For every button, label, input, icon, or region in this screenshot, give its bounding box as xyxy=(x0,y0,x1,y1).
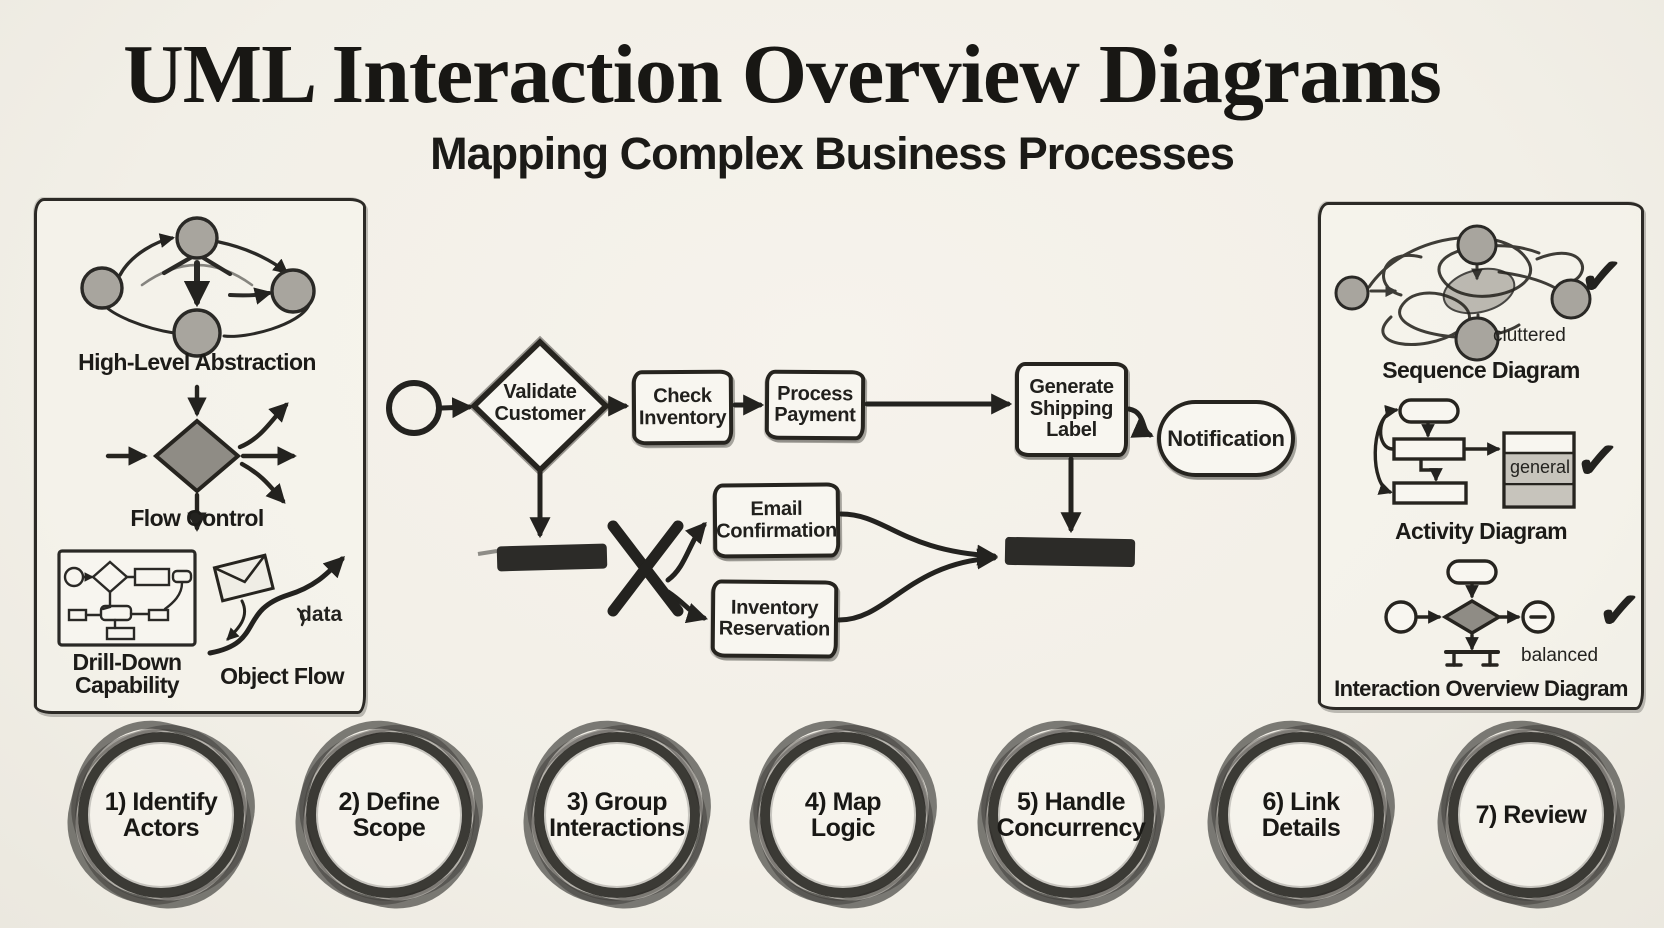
activity-diagram-label: Activity Diagram xyxy=(1395,518,1568,544)
drill-down-label: Drill-Down Capability xyxy=(72,649,183,699)
interaction-overview-label: Interaction Overview Diagram xyxy=(1334,676,1628,701)
cluttered-annotation: cluttered xyxy=(1493,325,1566,346)
object-flow-label: Object Flow xyxy=(220,663,344,689)
sequence-check-icon: ✓ xyxy=(1576,246,1626,308)
data-annotation: data xyxy=(299,603,343,626)
start-node-icon xyxy=(386,380,442,436)
general-annotation: general xyxy=(1509,457,1571,477)
generate-shipping-label-node: Generate Shipping Label xyxy=(1015,362,1128,457)
balanced-annotation: balanced xyxy=(1521,645,1599,666)
step-label: 2) Define Scope xyxy=(338,787,440,842)
step-badge-5: 5) Handle Concurrency xyxy=(988,732,1154,898)
check-inventory-node: Check Inventory xyxy=(631,369,734,446)
exclusive-x-icon xyxy=(607,520,684,617)
page-subtitle: Mapping Complex Business Processes xyxy=(430,128,1235,179)
drill-down-icon xyxy=(57,549,197,647)
step-badge-7: 7) Review xyxy=(1448,732,1614,898)
interaction-overview-icon xyxy=(1384,559,1555,667)
comparison-panel: ✓ cluttered Sequence Diagram general ✓ A… xyxy=(1318,202,1644,710)
inventory-reservation-node: Inventory Reservation xyxy=(710,579,839,659)
step-label: 3) Group Interactions xyxy=(549,787,685,842)
activity-check-icon: ✓ xyxy=(1572,430,1622,492)
object-flow-icon xyxy=(207,553,345,656)
features-panel: High-Level Abstraction Flow Control xyxy=(34,198,366,714)
decision-diamond-icon xyxy=(152,418,242,494)
high-level-abstraction-icon xyxy=(80,216,316,358)
cycle-node-left xyxy=(80,266,124,310)
sequence-diagram-label: Sequence Diagram xyxy=(1382,357,1580,383)
step-badge-4: 4) Map Logic xyxy=(760,732,926,898)
iod-check-icon: ✓ xyxy=(1594,580,1644,642)
notification-node: Notification xyxy=(1157,400,1295,477)
page-title: UML Interaction Overview Diagrams xyxy=(123,28,1442,121)
step-badge-3: 3) Group Interactions xyxy=(534,732,700,898)
envelope-icon xyxy=(212,553,275,603)
join-bar xyxy=(1004,536,1136,568)
step-label: 5) Handle Concurrency xyxy=(996,787,1146,842)
step-badge-6: 6) Link Details xyxy=(1218,732,1384,898)
main-flow-connectors xyxy=(386,335,1154,624)
activity-diagram-icon xyxy=(1373,398,1576,509)
email-confirmation-node: Email Confirmation xyxy=(712,482,841,559)
validate-customer-node: Validate Customer xyxy=(494,381,586,425)
fork-bar xyxy=(496,543,608,572)
step-badge-1: 1) Identify Actors xyxy=(78,732,244,898)
step-label: 4) Map Logic xyxy=(804,787,882,842)
step-label: 7) Review xyxy=(1475,800,1587,829)
process-payment-node: Process Payment xyxy=(764,369,866,441)
validate-decision-diamond xyxy=(470,338,610,474)
flow-control-icon xyxy=(105,384,297,532)
flow-control-label: Flow Control xyxy=(130,505,264,531)
high-level-abstraction-label: High-Level Abstraction xyxy=(78,349,316,375)
step-label: 6) Link Details xyxy=(1261,787,1341,842)
cycle-node-bottom xyxy=(172,308,222,358)
sequence-diagram-icon xyxy=(1334,224,1592,362)
step-badge-2: 2) Define Scope xyxy=(306,732,472,898)
step-label: 1) Identify Actors xyxy=(104,787,218,842)
cycle-node-right xyxy=(270,268,316,314)
object-table-icon xyxy=(1502,431,1576,509)
cycle-node-top xyxy=(175,216,219,260)
iod-diamond-icon xyxy=(1441,599,1503,635)
